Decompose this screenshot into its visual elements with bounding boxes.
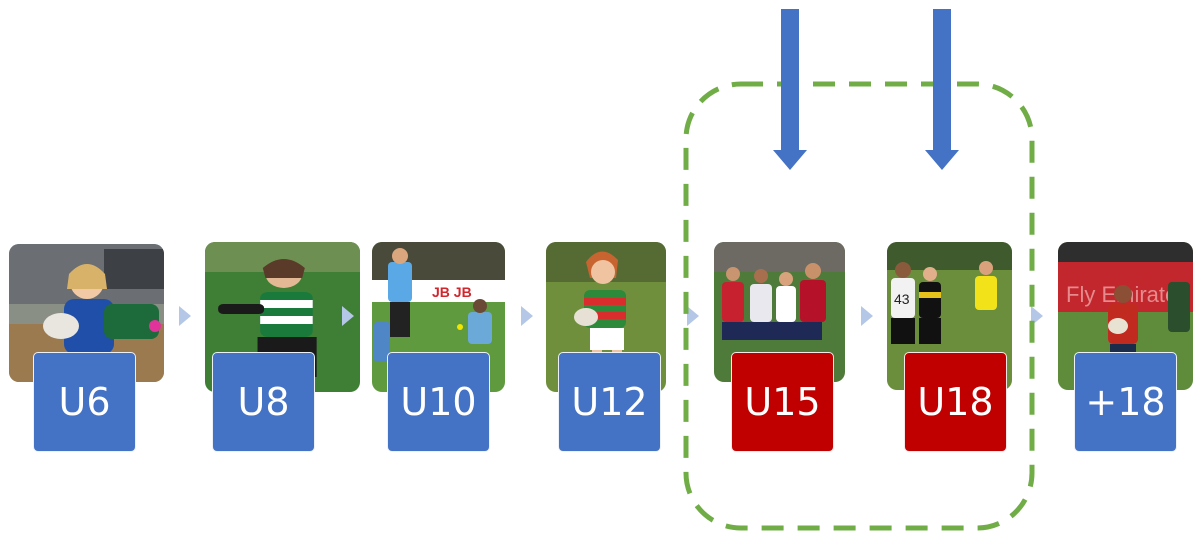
down-arrow-icon [773,9,807,170]
chevron-right-icon [1031,306,1043,326]
chevron-right-icon [342,306,354,326]
svg-text:43: 43 [894,291,910,307]
chevron-right-icon [179,306,191,326]
svg-text:JB JB: JB JB [432,284,472,300]
chevron-right-icon [861,306,873,326]
stage-label-u10: U10 [387,352,490,452]
stage-label-u18: U18 [904,352,1007,452]
stage-label-adult: +18 [1074,352,1177,452]
down-arrow-icon [925,9,959,170]
stage-label-u8: U8 [212,352,315,452]
stage-label-u12: U12 [558,352,661,452]
stage-photo-u6 [9,244,164,382]
stage-label-u15: U15 [731,352,834,452]
chevron-right-icon [521,306,533,326]
chevron-right-icon [687,306,699,326]
stage-label-u6: U6 [33,352,136,452]
